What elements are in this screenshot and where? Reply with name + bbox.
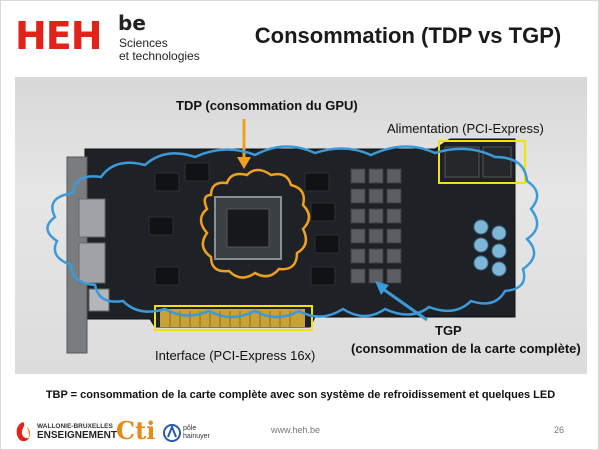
vrm-choke (368, 168, 384, 184)
page-number: 26 (554, 425, 565, 435)
vrm-choke (368, 188, 384, 204)
gpu-die (226, 208, 270, 248)
pole-line-2: hainuyer (183, 433, 210, 440)
vrm-choke (386, 188, 402, 204)
memory-chip (310, 266, 336, 286)
logo-line-2: et technologies (119, 49, 200, 63)
capacitor (473, 237, 489, 253)
tdp-label: TDP (consommation du GPU) (176, 98, 358, 113)
alimentation-label: Alimentation (PCI-Express) (387, 121, 544, 136)
io-port-dvi-1 (78, 198, 106, 238)
tgp-description: (consommation de la carte complète) (351, 341, 581, 356)
pcie-slot-highlight (154, 305, 313, 331)
power-connector-8pin (444, 146, 480, 178)
website-link[interactable]: www.heh.be (271, 425, 321, 435)
gpu-package (214, 196, 282, 260)
tgp-arrow (382, 287, 428, 322)
memory-chip (184, 162, 210, 182)
fwb-line-2: ENSEIGNEMENT (37, 430, 118, 441)
logo-be-text: be (118, 11, 146, 35)
cti-logo: Cti (116, 416, 156, 445)
vrm-choke (386, 268, 402, 284)
fwb-line-1: WALLONIE-BRUXELLES (37, 423, 113, 430)
heh-logo: HEH be Sciences et technologies (15, 11, 205, 66)
pole-line-1: pôle (183, 425, 197, 432)
memory-chip (148, 216, 174, 236)
gpu-photo (15, 77, 587, 374)
pcie-power-highlight (438, 140, 526, 184)
vrm-choke (350, 188, 366, 204)
vrm-choke (386, 208, 402, 224)
capacitor (473, 219, 489, 235)
vrm-choke (350, 208, 366, 224)
capacitor (491, 261, 507, 277)
vrm-choke (350, 268, 366, 284)
logo-heh-text: HEH (15, 14, 103, 58)
memory-chip (304, 172, 330, 192)
tdp-cloud-outline (199, 168, 311, 279)
footer: WALLONIE-BRUXELLES ENSEIGNEMENT Cti pôle… (1, 409, 599, 450)
tgp-arrowhead (375, 281, 389, 295)
vrm-choke (368, 228, 384, 244)
capacitor (473, 255, 489, 271)
vrm-choke (386, 248, 402, 264)
logo-line-1: Sciences (119, 36, 168, 50)
memory-chip (314, 234, 340, 254)
gpu-board-illustration (46, 119, 539, 354)
power-connector-6pin (482, 146, 512, 178)
pole-hainuyer-logo: pôle hainuyer (163, 423, 211, 447)
vrm-choke (350, 228, 366, 244)
pole-hainuyer-icon (163, 424, 181, 442)
tgp-label: TGP (435, 323, 462, 338)
vrm-choke (350, 168, 366, 184)
fwb-logo: WALLONIE-BRUXELLES ENSEIGNEMENT (13, 421, 117, 445)
vrm-choke (386, 228, 402, 244)
tgp-cloud-outline (46, 145, 539, 319)
vrm-choke (368, 248, 384, 264)
tdp-arrowhead (237, 157, 251, 169)
vrm-choke (350, 248, 366, 264)
io-port-dvi-2 (78, 242, 106, 284)
vrm-choke (368, 208, 384, 224)
slide-title: Consommation (TDP vs TGP) (254, 23, 562, 48)
fwb-mark-icon (16, 422, 31, 442)
memory-chip (310, 202, 336, 222)
vrm-choke (386, 168, 402, 184)
memory-chip (154, 266, 180, 286)
capacitor (491, 225, 507, 241)
interface-label: Interface (PCI-Express 16x) (155, 348, 316, 363)
capacitor (491, 243, 507, 259)
tbp-note: TBP = consommation de la carte complète … (45, 389, 556, 401)
vrm-choke (368, 268, 384, 284)
memory-chip (154, 172, 180, 192)
